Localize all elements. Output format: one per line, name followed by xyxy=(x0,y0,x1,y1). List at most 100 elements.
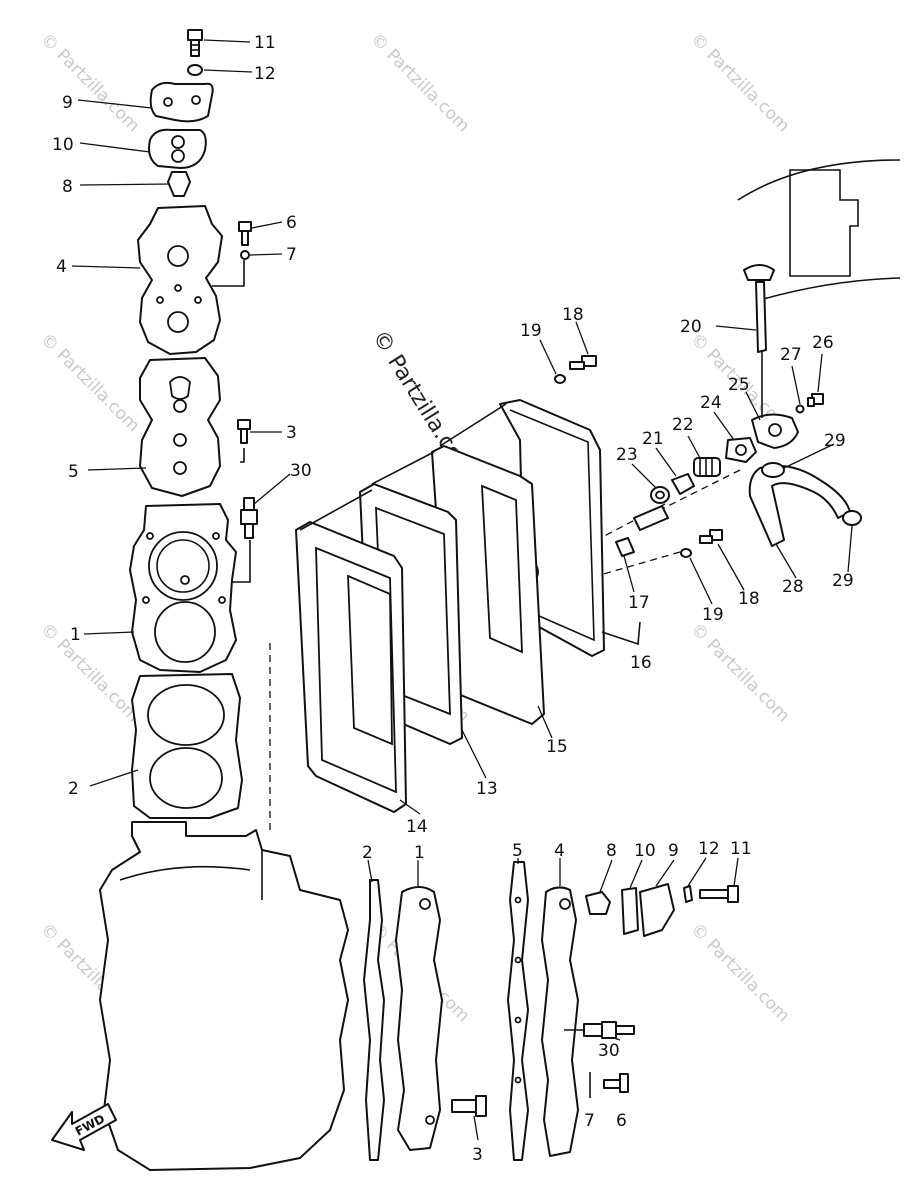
bolt-3-side xyxy=(451,1095,487,1117)
callout: 4 xyxy=(554,841,565,861)
cover-9-side xyxy=(639,883,675,937)
callout: 5 xyxy=(512,841,523,861)
hole xyxy=(156,296,164,304)
hole xyxy=(169,376,191,400)
callout: 18 xyxy=(562,305,584,325)
callout: 27 xyxy=(780,345,802,365)
hole xyxy=(559,898,571,910)
clamp-29 xyxy=(842,510,862,526)
bolt-6 xyxy=(238,221,252,246)
hole xyxy=(655,490,665,500)
engine-outline xyxy=(737,159,901,201)
leader-lines xyxy=(71,39,853,1141)
vent-cap xyxy=(743,264,775,281)
hole xyxy=(146,532,154,540)
watermark: © Partzilla.com xyxy=(36,619,143,726)
callout: 7 xyxy=(584,1111,595,1131)
callout: 6 xyxy=(616,1111,627,1131)
fwd-arrow: FWD xyxy=(51,1103,117,1151)
callout: 19 xyxy=(520,321,542,341)
hole xyxy=(194,296,202,304)
callout: 10 xyxy=(52,135,74,155)
watermark: © Partzilla.com xyxy=(686,919,793,1026)
watermark: © Partzilla.com xyxy=(686,29,793,136)
callout: 8 xyxy=(606,841,617,861)
callout: 3 xyxy=(472,1145,483,1165)
gasket-10-side xyxy=(621,887,639,935)
watermark: © Partzilla.com xyxy=(366,29,473,136)
assembly-line xyxy=(299,489,373,531)
cylinder-head-1-side xyxy=(395,886,443,1151)
washer-12-side xyxy=(683,885,693,903)
washer-19 xyxy=(680,548,692,558)
callout: 30 xyxy=(290,461,312,481)
combustion-chamber-rim xyxy=(156,539,210,593)
bolt-11 xyxy=(187,29,203,57)
callout: 11 xyxy=(730,839,752,859)
callout: 15 xyxy=(546,737,568,757)
hole xyxy=(173,433,187,447)
bolt-6-side xyxy=(603,1073,629,1093)
watermark: © Partzilla.com xyxy=(686,619,793,726)
leader-bracket xyxy=(601,621,641,646)
bore-opening xyxy=(147,684,225,746)
callout: 14 xyxy=(406,817,428,837)
assembly-line xyxy=(240,448,245,463)
callout: 17 xyxy=(628,593,650,613)
assembly-line xyxy=(371,451,435,485)
hole xyxy=(514,1076,522,1084)
callout: 3 xyxy=(286,423,297,443)
callout: 9 xyxy=(668,841,679,861)
callout: 2 xyxy=(68,779,79,799)
hole xyxy=(735,444,747,456)
washer-19 xyxy=(554,374,566,384)
cover-rim xyxy=(509,409,595,642)
callout: 28 xyxy=(782,577,804,597)
spark-plug-30-side xyxy=(583,1021,635,1039)
callout: 5 xyxy=(68,462,79,482)
clamp-29 xyxy=(761,462,785,478)
spring-22 xyxy=(693,457,721,477)
callout: 10 xyxy=(634,841,656,861)
watermark: © Partzilla.com xyxy=(36,329,143,436)
hole xyxy=(173,461,187,475)
callout: 26 xyxy=(812,333,834,353)
assembly-line xyxy=(439,403,507,447)
hole xyxy=(173,399,187,413)
callout: 12 xyxy=(698,839,720,859)
callout: 13 xyxy=(476,779,498,799)
engine-box xyxy=(789,169,859,277)
callout: 21 xyxy=(642,429,664,449)
bolt-3 xyxy=(237,419,251,444)
callout: 1 xyxy=(414,843,425,863)
hole xyxy=(514,956,522,964)
hole xyxy=(174,284,182,292)
gasket-5 xyxy=(139,357,221,497)
bolt-26 xyxy=(807,393,824,407)
assembly-line xyxy=(639,469,741,521)
bolt-18 xyxy=(699,529,723,544)
thermostat-8 xyxy=(167,171,191,197)
pin-17 xyxy=(615,537,635,557)
callout: 29 xyxy=(824,431,846,451)
hole xyxy=(425,1115,435,1125)
combustion-chamber xyxy=(154,601,216,663)
tube xyxy=(633,505,669,531)
assembly-line xyxy=(232,540,251,583)
hole xyxy=(514,1016,522,1024)
callout: 11 xyxy=(254,33,276,53)
valve-21 xyxy=(671,473,695,495)
block-detail xyxy=(119,865,251,881)
hole xyxy=(191,95,201,105)
gasket-opening xyxy=(347,574,393,746)
combustion-chamber xyxy=(148,531,218,601)
hole xyxy=(142,596,150,604)
hole xyxy=(212,532,220,540)
cylinder-block xyxy=(99,821,349,1171)
hole xyxy=(167,311,189,333)
callout: 30 xyxy=(598,1041,620,1061)
washer-12 xyxy=(187,64,203,76)
head-gasket-2-side xyxy=(363,879,385,1161)
hose-28 xyxy=(748,464,851,547)
